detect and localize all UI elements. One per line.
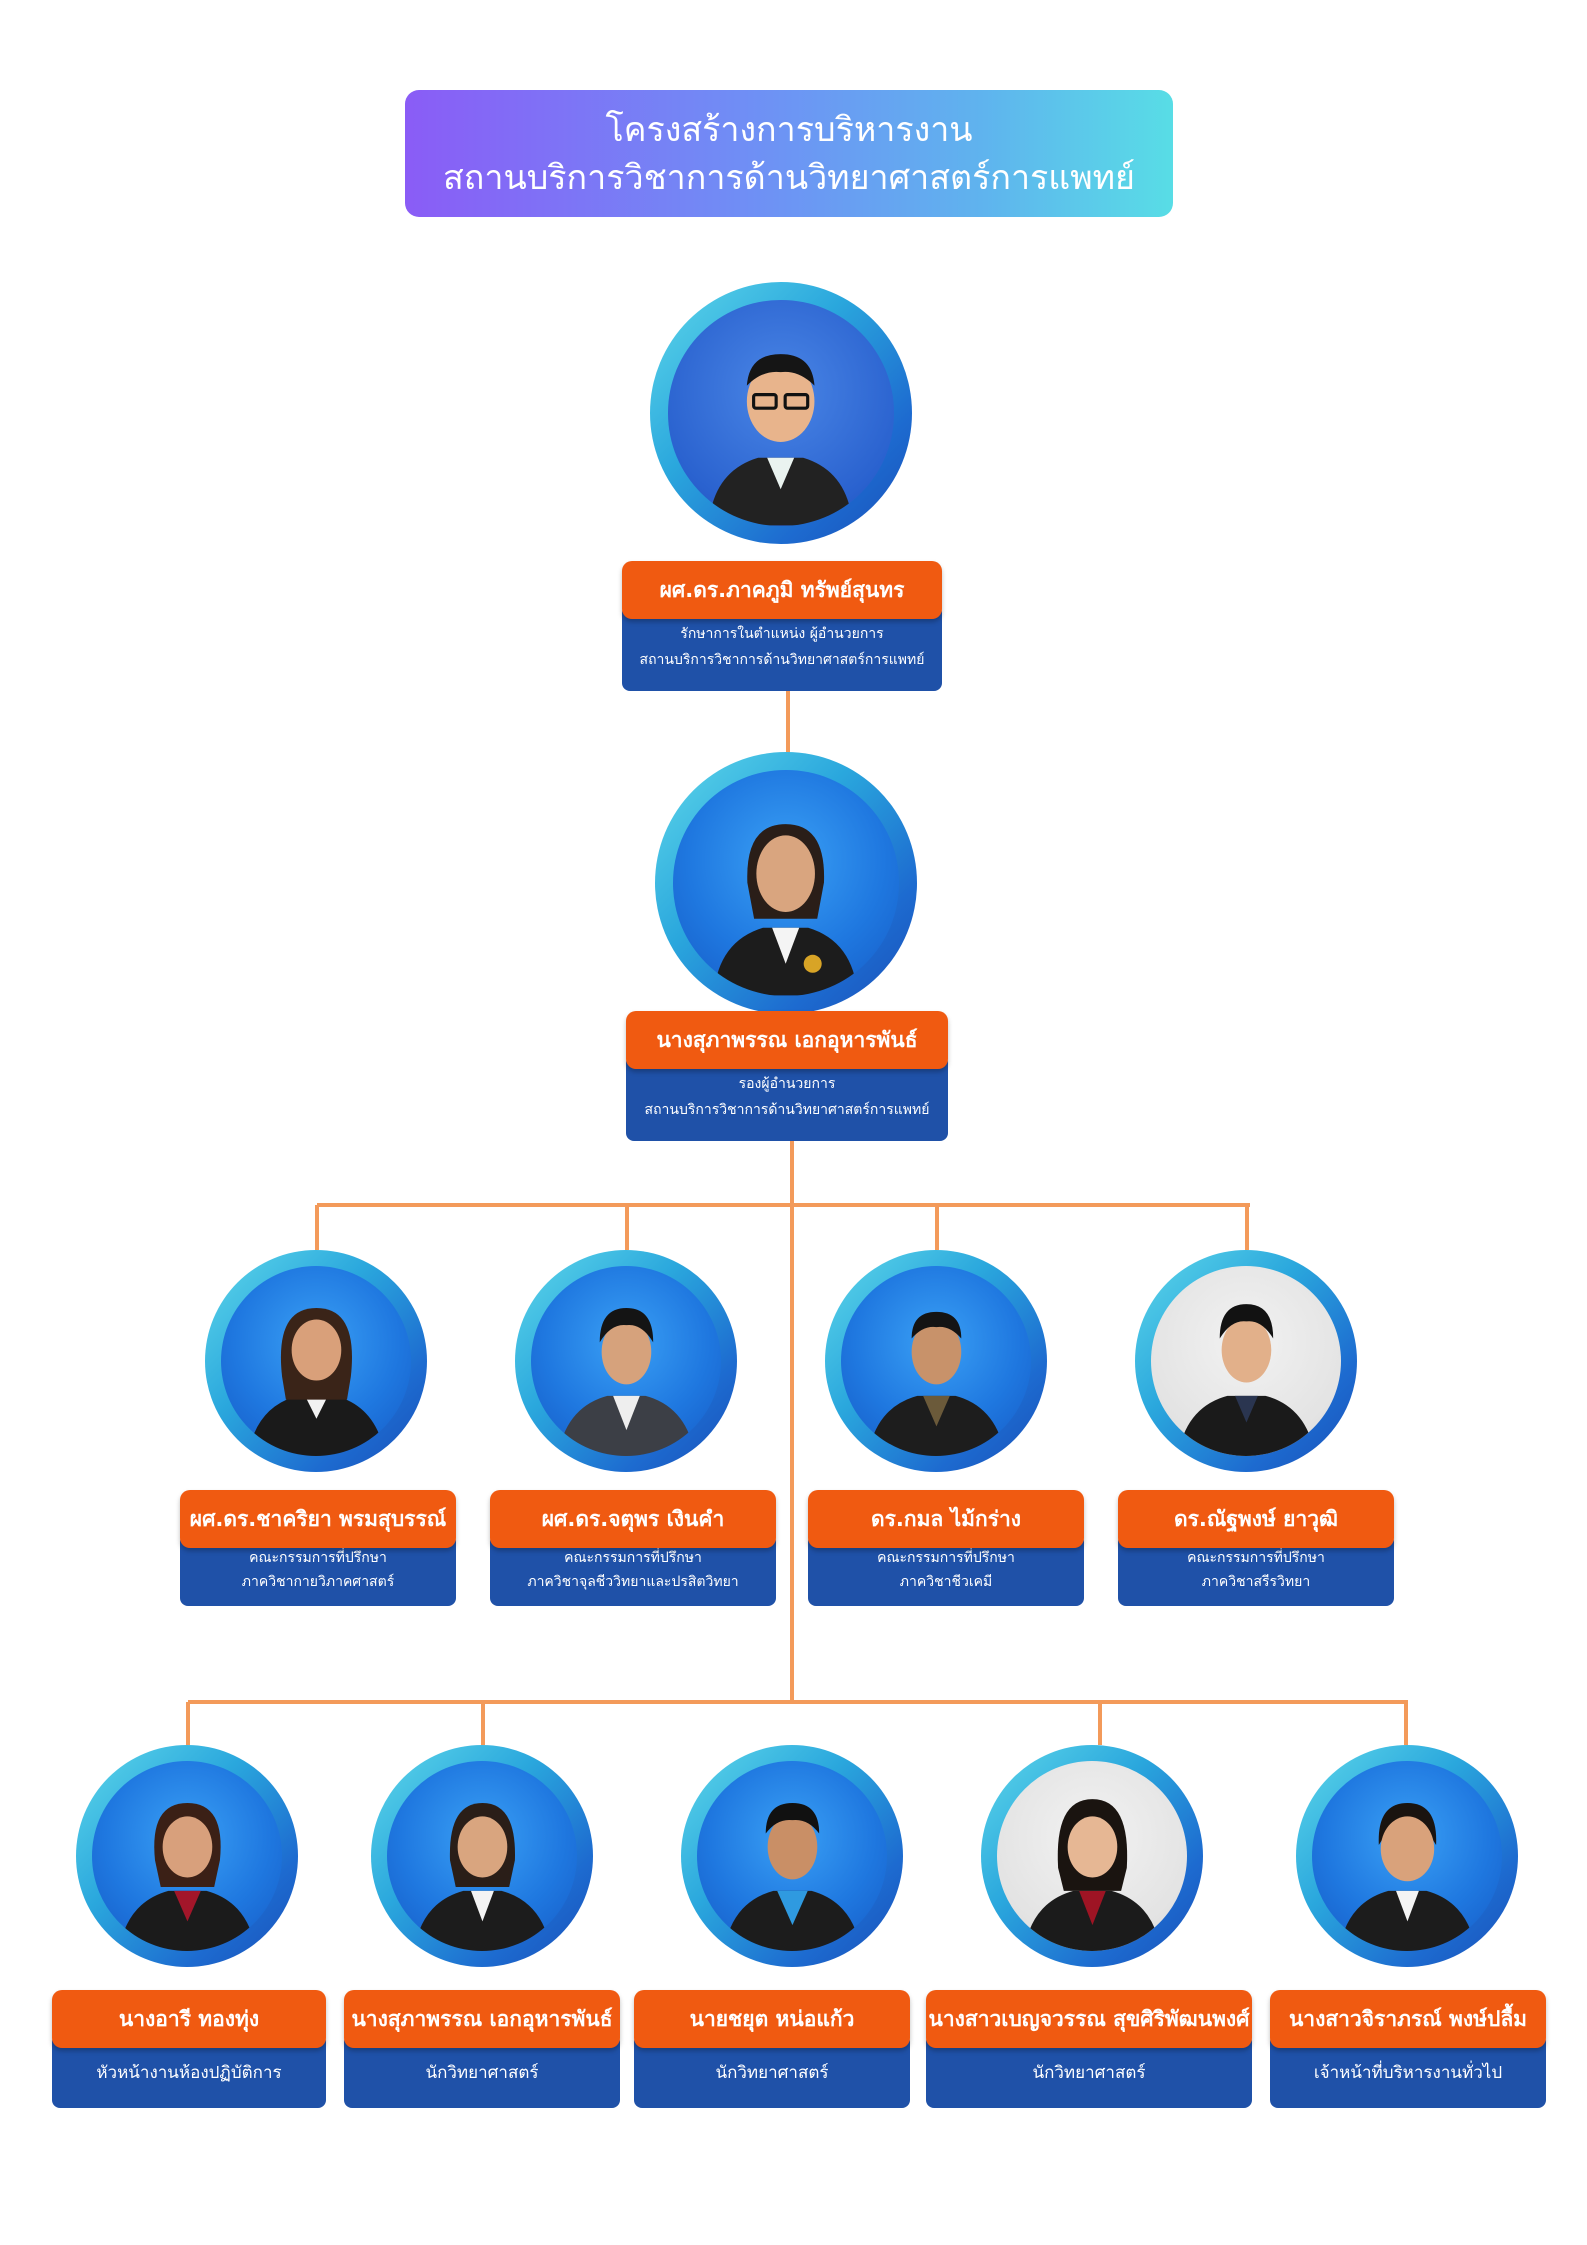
staff-5-avatar xyxy=(1296,1745,1518,1967)
staff-2-photo xyxy=(386,1760,578,1952)
staff-1-photo xyxy=(91,1760,283,1952)
staff-1-avatar xyxy=(76,1745,298,1967)
staff-4-avatar xyxy=(981,1745,1203,1967)
advisor-2-card: ผศ.ดร.จตุพร เงินคำ คณะกรรมการที่ปรึกษา ภ… xyxy=(490,1490,776,1606)
staff-3-photo xyxy=(696,1760,888,1952)
advisor-3-photo xyxy=(840,1265,1032,1457)
advisor-1-photo xyxy=(220,1265,412,1457)
staff-3-name: นายชยุต หน่อแก้ว xyxy=(634,1990,910,2048)
advisor-1-role-line-2: ภาควิชากายวิภาคศาสตร์ xyxy=(241,1574,395,1590)
advisor-2-photo xyxy=(530,1265,722,1457)
director-name: ผศ.ดร.ภาคภูมิ ทรัพย์สุนทร xyxy=(622,561,942,619)
deputy-role-line-1: รองผู้อำนวยการ xyxy=(738,1076,836,1092)
staff-2-card: นางสุภาพรรณ เอกอุหารพันธ์ นักวิทยาศาสตร์ xyxy=(344,1990,620,2108)
staff-5-photo xyxy=(1311,1760,1503,1952)
deputy-role-line-2: สถานบริการวิชาการด้านวิทยาศาสตร์การแพทย์ xyxy=(644,1102,930,1118)
staff-4-name: นางสาวเบญจวรรณ สุขศิริพัฒนพงศ์ xyxy=(926,1990,1252,2048)
advisor-4-photo xyxy=(1150,1265,1342,1457)
advisor-1-card: ผศ.ดร.ชาคริยา พรมสุบรรณ์ คณะกรรมการที่ปร… xyxy=(180,1490,456,1606)
advisor-3-role-line-1: คณะกรรมการที่ปรึกษา xyxy=(877,1550,1015,1566)
staff-4-photo xyxy=(996,1760,1188,1952)
director-card: ผศ.ดร.ภาคภูมิ ทรัพย์สุนทร รักษาการในตำแห… xyxy=(622,561,942,691)
chart-title-line-1: โครงสร้างการบริหารงาน xyxy=(605,109,973,150)
staff-1-name: นางอารี ทองทุ่ง xyxy=(52,1990,326,2048)
advisor-3-role-line-2: ภาควิชาชีวเคมี xyxy=(899,1574,993,1590)
advisor-1-avatar xyxy=(205,1250,427,1472)
staff-3-card: นายชยุต หน่อแก้ว นักวิทยาศาสตร์ xyxy=(634,1990,910,2108)
director-role-line-2: สถานบริการวิชาการด้านวิทยาศาสตร์การแพทย์ xyxy=(639,652,925,668)
advisor-3-card: ดร.กมล ไม้กร่าง คณะกรรมการที่ปรึกษา ภาคว… xyxy=(808,1490,1084,1606)
advisor-4-avatar xyxy=(1135,1250,1357,1472)
director-avatar xyxy=(650,282,912,544)
director-role-line-1: รักษาการในตำแหน่ง ผู้อำนวยการ xyxy=(680,626,884,642)
deputy-avatar xyxy=(655,752,917,1014)
staff-3-avatar xyxy=(681,1745,903,1967)
staff-5-card: นางสาวจิราภรณ์ พงษ์ปลื้ม เจ้าหน้าที่บริห… xyxy=(1270,1990,1546,2108)
director-role: รักษาการในตำแหน่ง ผู้อำนวยการ สถานบริการ… xyxy=(622,605,942,691)
advisor-2-role-line-2: ภาควิชาจุลชีววิทยาและปรสิตวิทยา xyxy=(527,1574,739,1590)
advisor-2-name: ผศ.ดร.จตุพร เงินคำ xyxy=(490,1490,776,1548)
advisor-3-name: ดร.กมล ไม้กร่าง xyxy=(808,1490,1084,1548)
chart-title-banner: โครงสร้างการบริหารงาน สถานบริการวิชาการด… xyxy=(405,90,1173,217)
staff-1-card: นางอารี ทองทุ่ง หัวหน้างานห้องปฏิบัติการ xyxy=(52,1990,326,2108)
advisor-1-name: ผศ.ดร.ชาคริยา พรมสุบรรณ์ xyxy=(180,1490,456,1548)
chart-title-line-2: สถานบริการวิชาการด้านวิทยาศาสตร์การแพทย์ xyxy=(443,157,1135,198)
advisor-4-name: ดร.ณัฐพงษ์ ยาวุฒิ xyxy=(1118,1490,1394,1548)
deputy-role: รองผู้อำนวยการ สถานบริการวิชาการด้านวิทย… xyxy=(626,1055,948,1141)
deputy-photo xyxy=(673,770,899,996)
advisor-1-role-line-1: คณะกรรมการที่ปรึกษา xyxy=(249,1550,387,1566)
advisor-2-avatar xyxy=(515,1250,737,1472)
deputy-card: นางสุภาพรรณ เอกอุหารพันธ์ รองผู้อำนวยการ… xyxy=(626,1011,948,1141)
staff-2-avatar xyxy=(371,1745,593,1967)
advisor-3-avatar xyxy=(825,1250,1047,1472)
staff-5-name: นางสาวจิราภรณ์ พงษ์ปลื้ม xyxy=(1270,1990,1546,2048)
director-photo xyxy=(668,300,894,526)
advisor-4-role-line-2: ภาควิชาสรีรวิทยา xyxy=(1201,1574,1311,1590)
deputy-name: นางสุภาพรรณ เอกอุหารพันธ์ xyxy=(626,1011,948,1069)
advisor-2-role-line-1: คณะกรรมการที่ปรึกษา xyxy=(564,1550,702,1566)
staff-2-name: นางสุภาพรรณ เอกอุหารพันธ์ xyxy=(344,1990,620,2048)
advisor-4-card: ดร.ณัฐพงษ์ ยาวุฒิ คณะกรรมการที่ปรึกษา ภา… xyxy=(1118,1490,1394,1606)
staff-4-card: นางสาวเบญจวรรณ สุขศิริพัฒนพงศ์ นักวิทยาศ… xyxy=(926,1990,1252,2108)
advisor-4-role-line-1: คณะกรรมการที่ปรึกษา xyxy=(1187,1550,1325,1566)
